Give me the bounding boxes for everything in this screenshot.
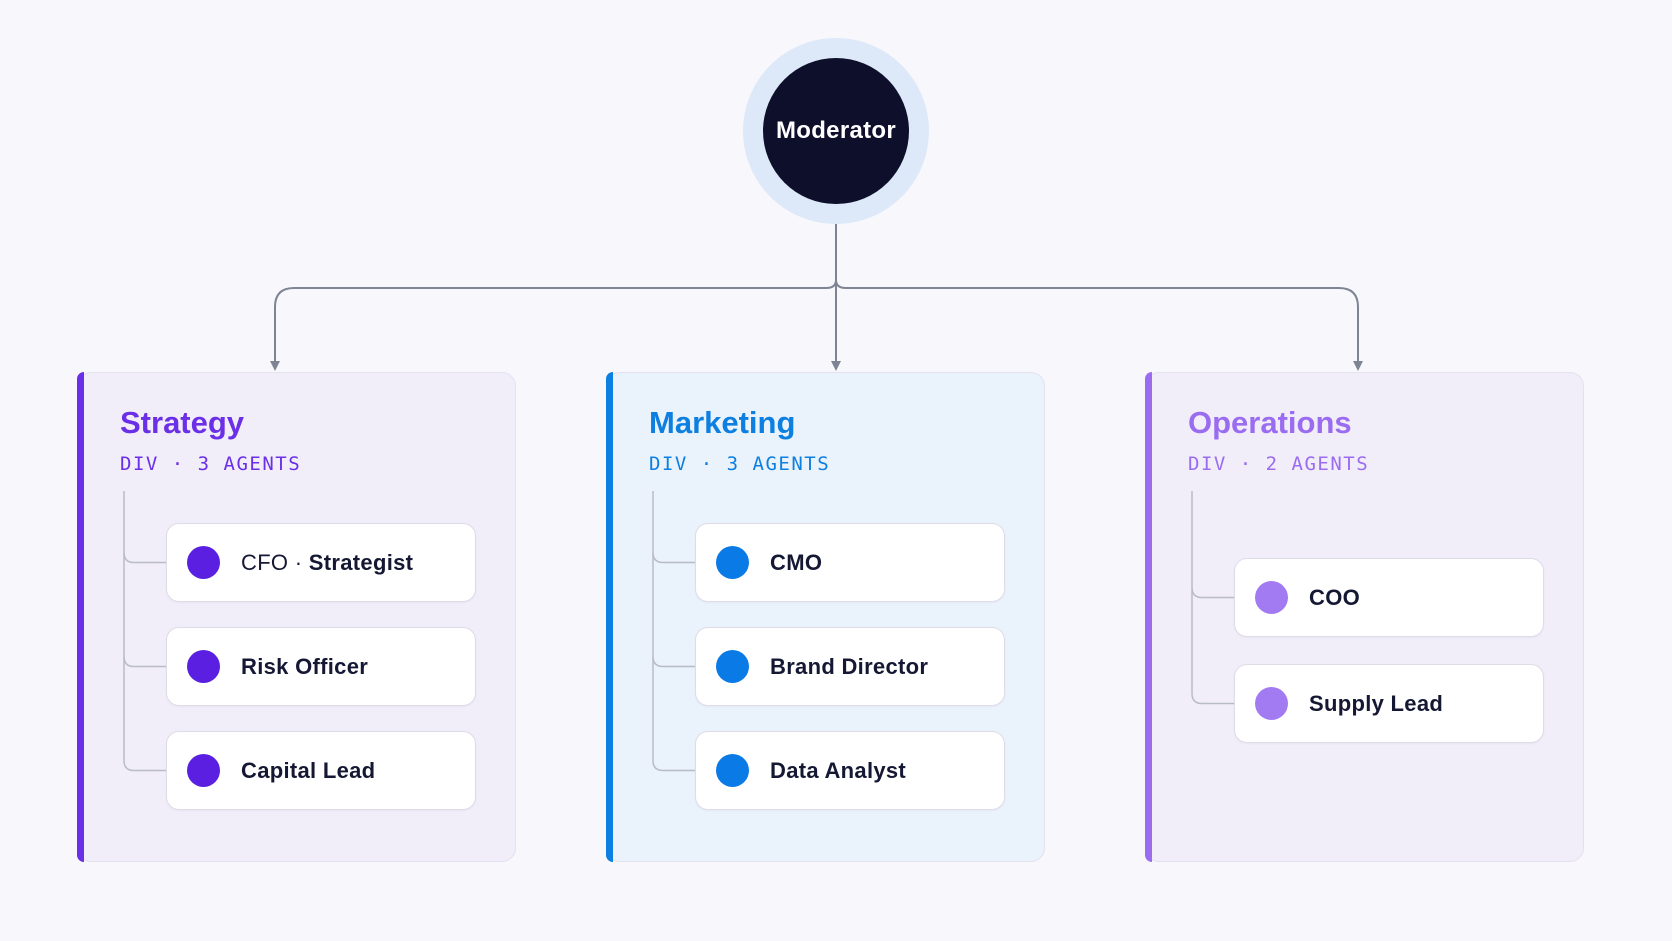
agent-name: Risk Officer <box>241 654 368 680</box>
division-panel-strategy[interactable]: Strategy DIV · 3 AGENTS CFO · Strategist… <box>77 372 516 862</box>
agent-card[interactable]: CFO · Strategist <box>166 523 476 602</box>
connector-to-operations <box>835 279 1363 371</box>
agent-card[interactable]: COO <box>1234 558 1544 637</box>
agent-status-dot <box>187 754 220 787</box>
tree-branch-line <box>1191 587 1234 599</box>
division-panel-marketing[interactable]: Marketing DIV · 3 AGENTS CMO Brand Direc… <box>606 372 1045 862</box>
moderator-label: Moderator <box>775 117 897 144</box>
division-title: Strategy <box>120 405 245 440</box>
agent-name: Supply Lead <box>1309 691 1443 717</box>
agent-name: Data Analyst <box>770 758 906 784</box>
agent-status-dot <box>716 650 749 683</box>
connector-to-strategy <box>270 279 837 371</box>
division-accent-bar <box>77 372 84 862</box>
agent-role-prefix: CFO · <box>241 549 309 575</box>
tree-branch-line <box>123 656 166 668</box>
agent-name: COO <box>1309 585 1360 611</box>
agent-status-dot <box>1255 581 1288 614</box>
tree-branch-line <box>123 552 166 564</box>
moderator-node[interactable]: Moderator <box>763 58 909 204</box>
agent-card[interactable]: Data Analyst <box>695 731 1005 810</box>
agent-card[interactable]: Capital Lead <box>166 731 476 810</box>
division-accent-bar <box>1145 372 1152 862</box>
agent-status-dot <box>716 754 749 787</box>
agent-card[interactable]: CMO <box>695 523 1005 602</box>
agent-role: Brand Director <box>770 653 929 679</box>
agent-card[interactable]: Brand Director <box>695 627 1005 706</box>
agent-status-dot <box>187 650 220 683</box>
agent-role: Risk Officer <box>241 653 369 679</box>
tree-branch-line <box>652 656 695 668</box>
tree-branch-line <box>1191 693 1234 705</box>
agent-role: Strategist <box>308 549 414 575</box>
agent-role: COO <box>1309 584 1361 610</box>
division-accent-bar <box>606 372 613 862</box>
tree-branch-line <box>652 552 695 564</box>
division-panel-operations[interactable]: Operations DIV · 2 AGENTS COO Supply Lea… <box>1145 372 1584 862</box>
division-title: Operations <box>1188 405 1352 440</box>
agent-role: Data Analyst <box>770 757 907 783</box>
agent-card[interactable]: Risk Officer <box>166 627 476 706</box>
division-title: Marketing <box>649 405 796 440</box>
agent-card[interactable]: Supply Lead <box>1234 664 1544 743</box>
division-subtitle: DIV · 2 AGENTS <box>1188 453 1370 475</box>
agent-name: CMO <box>770 550 822 576</box>
agent-status-dot <box>187 546 220 579</box>
agent-status-dot <box>1255 687 1288 720</box>
agent-name: Capital Lead <box>241 758 375 784</box>
agent-role: Capital Lead <box>241 757 376 783</box>
agent-name: Brand Director <box>770 654 928 680</box>
agent-name: CFO · Strategist <box>241 550 413 576</box>
agent-status-dot <box>716 546 749 579</box>
division-subtitle: DIV · 3 AGENTS <box>120 453 302 475</box>
division-subtitle: DIV · 3 AGENTS <box>649 453 831 475</box>
agent-role: Supply Lead <box>1309 690 1444 716</box>
tree-branch-line <box>652 760 695 772</box>
tree-branch-line <box>123 760 166 772</box>
agent-role: CMO <box>770 549 823 575</box>
